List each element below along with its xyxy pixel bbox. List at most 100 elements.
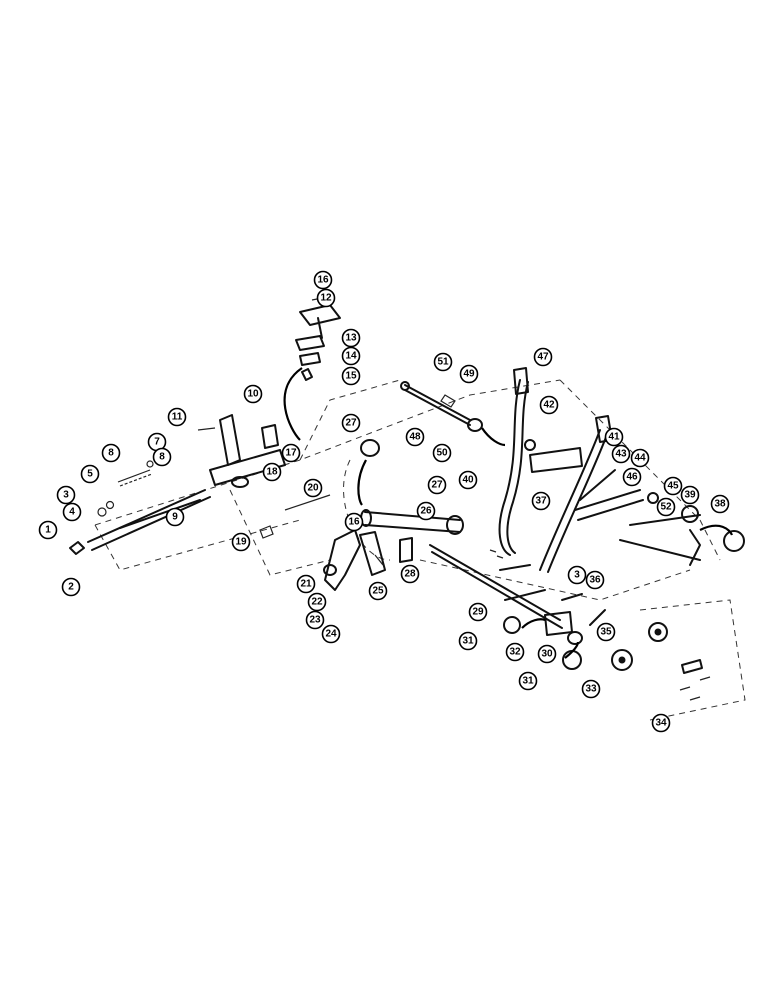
- callout-number: 27: [431, 480, 443, 491]
- callout-number: 51: [437, 357, 449, 368]
- callout-number: 15: [345, 371, 357, 382]
- callout: 34: [651, 713, 671, 733]
- callout-number: 16: [317, 275, 329, 286]
- callout: 3: [567, 565, 587, 585]
- callout-number: 24: [325, 629, 337, 640]
- callout: 27: [427, 475, 447, 495]
- callout: 47: [533, 347, 553, 367]
- callout-number: 25: [372, 586, 384, 597]
- callout-number: 47: [537, 352, 549, 363]
- callout-number: 35: [600, 627, 612, 638]
- callout: 31: [518, 671, 538, 691]
- callout-number: 31: [522, 676, 534, 687]
- callout-number: 39: [684, 490, 696, 501]
- callout-number: 31: [462, 636, 474, 647]
- callout: 8: [152, 447, 172, 467]
- callout-number: 28: [404, 569, 416, 580]
- callout-number: 30: [541, 649, 553, 660]
- callout: 26: [416, 501, 436, 521]
- callout-number: 38: [714, 499, 726, 510]
- callout-number: 8: [108, 448, 114, 459]
- callout-number: 4: [69, 507, 75, 518]
- callout-number: 1: [45, 525, 51, 536]
- callout: 45: [663, 476, 683, 496]
- callout-number: 5: [87, 469, 93, 480]
- callout: 25: [368, 581, 388, 601]
- callout-number: 37: [535, 496, 547, 507]
- callout: 22: [307, 592, 327, 612]
- callout-number: 13: [345, 333, 357, 344]
- callout-number: 14: [345, 351, 357, 362]
- callout: 37: [531, 491, 551, 511]
- callout: 42: [539, 395, 559, 415]
- callout: 1: [38, 520, 58, 540]
- callout: 9: [165, 507, 185, 527]
- callout: 16: [313, 270, 333, 290]
- callout-number: 3: [63, 490, 69, 501]
- callout-number: 8: [159, 452, 165, 463]
- callout: 39: [680, 485, 700, 505]
- callout: 41: [604, 427, 624, 447]
- callout-number: 27: [345, 418, 357, 429]
- left-linkage: [69, 414, 331, 555]
- callout-number: 2: [68, 582, 74, 593]
- callout-number: 36: [589, 575, 601, 586]
- callout: 8: [101, 443, 121, 463]
- callout: 13: [341, 328, 361, 348]
- callout: 38: [710, 494, 730, 514]
- callout: 36: [585, 570, 605, 590]
- callout-number: 19: [235, 537, 247, 548]
- callout-number: 52: [660, 502, 672, 513]
- callout: 51: [433, 352, 453, 372]
- callout-number: 45: [667, 481, 679, 492]
- callout-number: 12: [320, 293, 332, 304]
- callout-number: 16: [348, 517, 360, 528]
- callout: 46: [622, 467, 642, 487]
- callout-number: 3: [574, 570, 580, 581]
- callout: 4: [62, 502, 82, 522]
- callout: 43: [611, 444, 631, 464]
- callout-number: 50: [436, 448, 448, 459]
- callout-number: 48: [409, 432, 421, 443]
- callout: 27: [341, 413, 361, 433]
- callout-number: 23: [309, 615, 321, 626]
- lower-right-assembly: [503, 593, 711, 701]
- callout: 16: [344, 512, 364, 532]
- callout: 28: [400, 564, 420, 584]
- handle-levers: [498, 367, 745, 573]
- callout-number: 49: [463, 369, 475, 380]
- callout-number: 40: [462, 475, 474, 486]
- callout-number: 21: [300, 579, 312, 590]
- callout-number: 7: [154, 437, 160, 448]
- callout: 19: [231, 532, 251, 552]
- callout: 50: [432, 443, 452, 463]
- callout: 11: [167, 407, 187, 427]
- callout: 24: [321, 624, 341, 644]
- callout: 5: [80, 464, 100, 484]
- callout-number: 44: [634, 453, 646, 464]
- callout-number: 34: [655, 718, 667, 729]
- callout: 2: [61, 577, 81, 597]
- callout: 44: [630, 448, 650, 468]
- callout-number: 43: [615, 449, 627, 460]
- callout: 21: [296, 574, 316, 594]
- callout: 31: [458, 631, 478, 651]
- callout-number: 18: [266, 467, 278, 478]
- callout: 20: [303, 478, 323, 498]
- callout-number: 26: [420, 506, 432, 517]
- callout: 35: [596, 622, 616, 642]
- callout: 3: [56, 485, 76, 505]
- callout: 52: [656, 497, 676, 517]
- callout-number: 33: [585, 684, 597, 695]
- callout: 32: [505, 642, 525, 662]
- callout-number: 10: [247, 389, 259, 400]
- callout-number: 29: [472, 607, 484, 618]
- callout: 18: [262, 462, 282, 482]
- callout: 23: [305, 610, 325, 630]
- callout-number: 22: [311, 597, 323, 608]
- callout: 33: [581, 679, 601, 699]
- callout-number: 46: [626, 472, 638, 483]
- callout: 29: [468, 602, 488, 622]
- callout: 40: [458, 470, 478, 490]
- callout: 30: [537, 644, 557, 664]
